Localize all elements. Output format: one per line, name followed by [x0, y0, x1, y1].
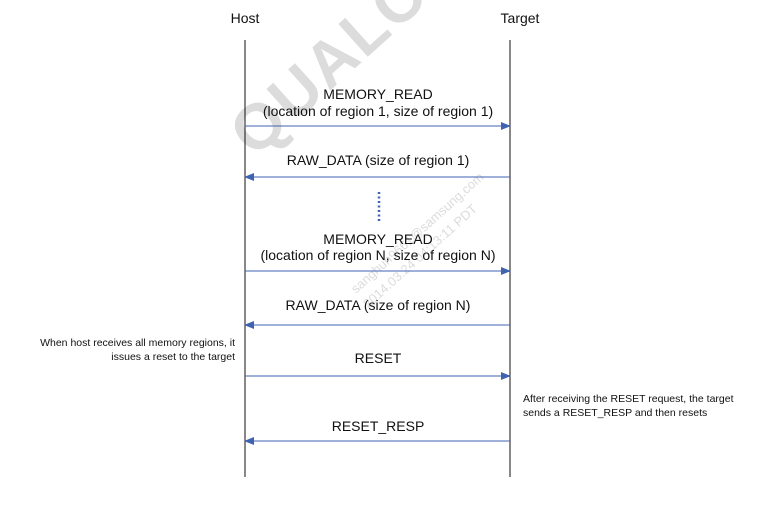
- host-label: Host: [230, 10, 260, 26]
- message-memory-read-n-label: MEMORY_READ: [323, 231, 433, 247]
- message-memory-read-n-sublabel: (location of region N, size of region N): [260, 247, 496, 263]
- message-reset-resp-label: RESET_RESP: [331, 418, 425, 434]
- host-note: When host receives all memory regions, i…: [40, 337, 235, 363]
- target-note: After receiving the RESET request, the t…: [523, 393, 734, 419]
- message-memory-read-1-label: MEMORY_READ: [323, 86, 433, 102]
- target-label: Target: [500, 10, 540, 26]
- message-reset-label: RESET: [354, 350, 402, 366]
- message-raw-data-n-label: RAW_DATA (size of region N): [285, 297, 471, 313]
- message-memory-read-1-sublabel: (location of region 1, size of region 1): [262, 103, 494, 119]
- message-raw-data-1-label: RAW_DATA (size of region 1): [286, 152, 470, 168]
